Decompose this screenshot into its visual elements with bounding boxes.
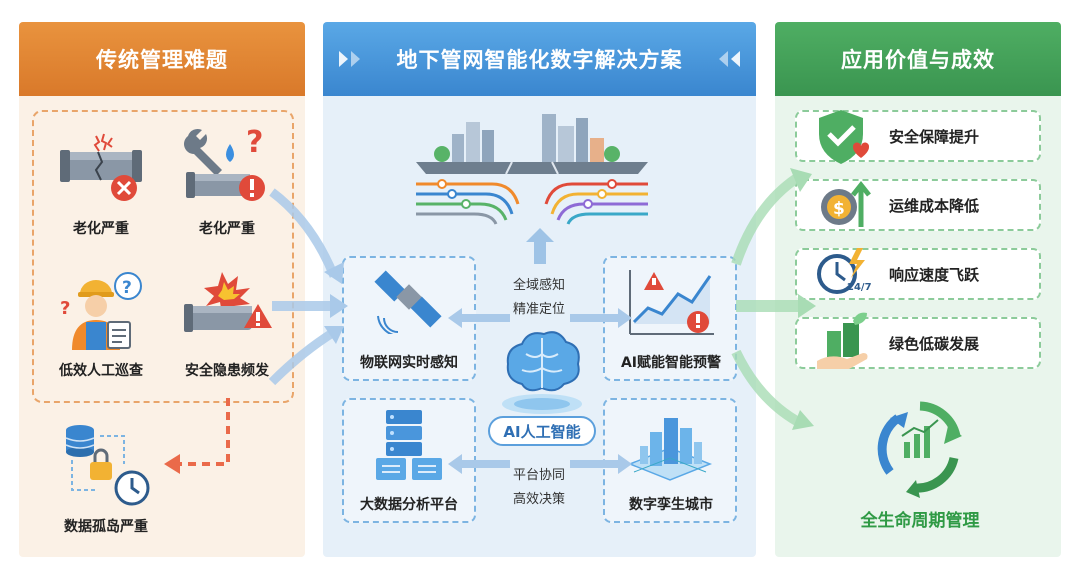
ai-warning-label: AI赋能智能预警 bbox=[620, 355, 722, 371]
value-card-response: 24/7 响应速度飞跃 bbox=[795, 248, 1041, 300]
double-arrow-horizontal-icon-2 bbox=[448, 454, 632, 474]
iot-label: 物联网实时感知 bbox=[360, 355, 458, 371]
clock-badge: 24/7 bbox=[847, 282, 872, 293]
top-link-line1: 全域感知 bbox=[512, 278, 565, 293]
leaking-pipe-wrench-icon: ? bbox=[184, 125, 265, 201]
worker-checklist-icon: ? ? bbox=[60, 272, 142, 350]
shield-check-icon bbox=[819, 110, 870, 164]
problem-label-data-island: 数据孤岛严重 bbox=[64, 519, 148, 535]
header-arrow-left-icon-2 bbox=[351, 51, 360, 67]
bottom-link-line1: 平台协同 bbox=[512, 468, 565, 483]
database-lock-icon bbox=[65, 425, 150, 506]
header-arrow-left-icon bbox=[339, 51, 348, 67]
header-arrow-right-icon bbox=[731, 51, 740, 67]
clock-lightning-icon bbox=[817, 248, 865, 294]
server-stack-icon bbox=[376, 410, 442, 480]
city-hologram-icon bbox=[627, 418, 713, 481]
ai-core-label: AI人工智能 bbox=[488, 416, 596, 446]
value-card-green: 绿色低碳发展 bbox=[795, 312, 1041, 369]
value-card-cost: $ 运维成本降低 bbox=[795, 179, 1041, 231]
green-flow-arrows-icon bbox=[731, 168, 816, 430]
blue-flow-arrows-icon bbox=[268, 188, 348, 386]
value-title: 应用价值与成效 bbox=[841, 48, 995, 72]
solution-header: 地下管网智能化数字解决方案 bbox=[323, 22, 756, 96]
svg-text:?: ? bbox=[246, 125, 263, 160]
problems-header: 传统管理难题 bbox=[19, 22, 305, 96]
red-dashed-arrow-icon bbox=[164, 398, 230, 474]
satellite-icon bbox=[374, 270, 442, 334]
broken-pipe-icon bbox=[60, 133, 142, 201]
value-card-safety: 安全保障提升 bbox=[795, 110, 1041, 164]
digital-twin-label: 数字孪生城市 bbox=[629, 497, 713, 513]
svg-text:?: ? bbox=[122, 278, 132, 298]
svg-text:$: $ bbox=[833, 199, 845, 219]
value-label-response: 响应速度飞跃 bbox=[889, 266, 980, 284]
svg-text:?: ? bbox=[60, 298, 70, 319]
problem-label-aging-1: 老化严重 bbox=[73, 221, 129, 237]
double-arrow-horizontal-icon bbox=[448, 308, 632, 328]
problem-label-inspection: 低效人工巡查 bbox=[59, 363, 143, 379]
value-label-green: 绿色低碳发展 bbox=[889, 335, 980, 353]
problems-title: 传统管理难题 bbox=[96, 48, 228, 72]
cycle-arrows-icon bbox=[877, 401, 962, 498]
green-building-icon bbox=[817, 312, 868, 369]
value-header: 应用价值与成效 bbox=[775, 22, 1061, 96]
solution-title: 地下管网智能化数字解决方案 bbox=[396, 48, 683, 72]
pipe-explosion-icon bbox=[184, 272, 272, 332]
problems-group bbox=[32, 110, 294, 403]
big-data-label: 大数据分析平台 bbox=[360, 497, 458, 513]
city-pipe-network-icon bbox=[416, 114, 648, 225]
arrow-up-icon bbox=[526, 228, 554, 264]
value-label-cost: 运维成本降低 bbox=[889, 197, 980, 215]
gear-dollar-icon: $ bbox=[821, 180, 871, 227]
bottom-link-line2: 高效决策 bbox=[512, 492, 565, 507]
warning-chart-icon bbox=[629, 270, 714, 335]
problem-label-safety: 安全隐患频发 bbox=[185, 363, 269, 379]
top-link-line2: 精准定位 bbox=[512, 302, 565, 317]
value-label-safety: 安全保障提升 bbox=[889, 128, 980, 146]
brain-icon bbox=[502, 331, 582, 414]
problem-label-aging-2: 老化严重 bbox=[199, 221, 255, 237]
lifecycle-label: 全生命周期管理 bbox=[860, 511, 980, 531]
header-arrow-right-icon-2 bbox=[719, 51, 728, 67]
